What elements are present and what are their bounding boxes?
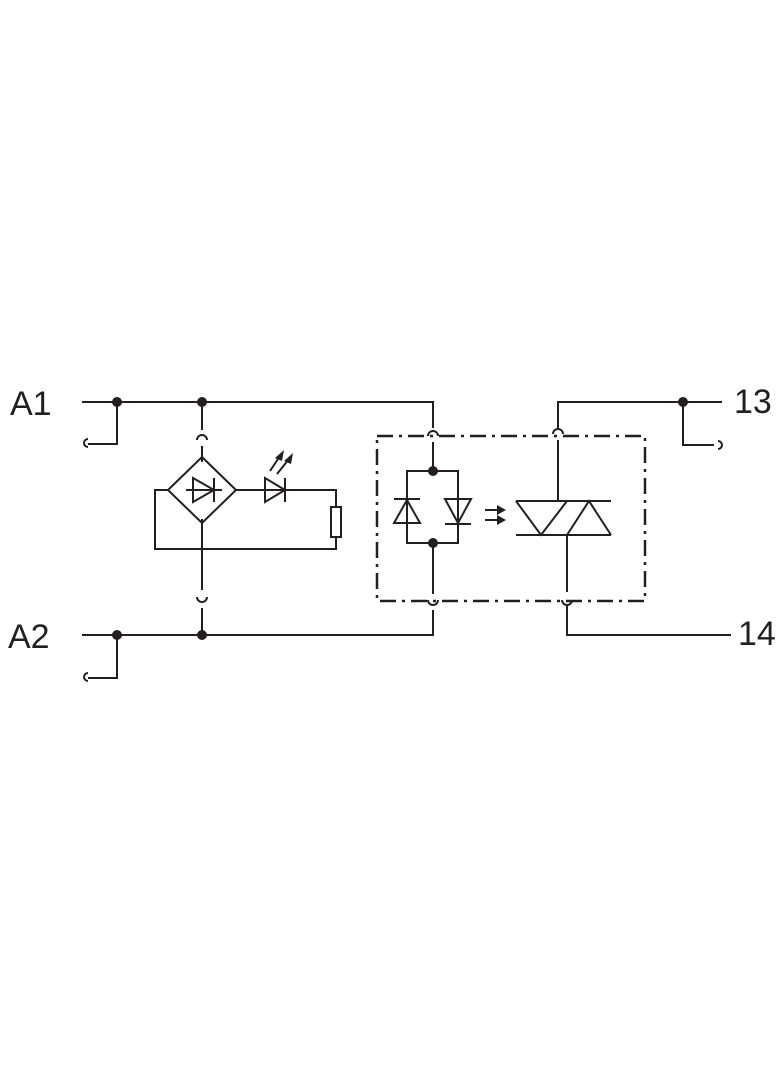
optocoupler-light-rays <box>485 509 499 521</box>
junction-dot-a2-bridge <box>112 630 122 640</box>
terminal-13-jumper-bridge <box>682 402 714 446</box>
a1-bridge-hook <box>83 438 89 448</box>
relay-module-boundary <box>375 434 647 603</box>
junction-dot-a1-rectifier <box>197 397 207 407</box>
plug-connector-rectifier-top <box>196 434 208 441</box>
led-resistor-loop <box>154 489 337 550</box>
terminal-label-13: 13 <box>734 383 772 421</box>
junction-dot-coupler-bottom <box>428 538 438 548</box>
terminal-13-rail <box>557 401 722 428</box>
a2-bridge-hook <box>83 672 89 682</box>
junction-dot-a2-rectifier <box>197 630 207 640</box>
triac-triangles <box>515 499 612 537</box>
triac-terminal-bars <box>516 500 611 536</box>
a1-rail <box>82 401 434 428</box>
series-resistor <box>330 506 342 538</box>
junction-dot-terminal-13 <box>678 397 688 407</box>
a2-jumper-bridge <box>88 635 118 679</box>
plug-connector-coupler-bottom <box>427 599 439 606</box>
optocoupler-led-left <box>392 497 422 524</box>
rectifier-bridge <box>166 455 238 525</box>
a2-rail <box>82 610 434 636</box>
plug-connector-coupler-top <box>427 430 439 437</box>
junction-dot-coupler-top <box>428 466 438 476</box>
terminal-label-a2: A2 <box>8 618 50 656</box>
indicator-led-diode <box>264 476 287 504</box>
optocoupler-led-right <box>443 498 473 526</box>
plug-connector-output-top <box>552 428 564 435</box>
terminal-13-bridge-hook <box>717 440 723 450</box>
plug-connector-rectifier-bottom <box>196 596 208 603</box>
rectifier-diode-bar <box>186 478 222 502</box>
terminal-label-14: 14 <box>738 615 776 653</box>
circuit-lines <box>82 397 731 682</box>
indicator-led-ray-arrows <box>275 450 293 464</box>
terminal-label-a1: A1 <box>10 385 52 423</box>
a1-jumper-bridge <box>88 402 118 445</box>
junction-dot-a1-bridge <box>112 397 122 407</box>
optocoupler-light-arrowheads <box>497 505 506 525</box>
terminal-14-rail <box>566 606 731 636</box>
